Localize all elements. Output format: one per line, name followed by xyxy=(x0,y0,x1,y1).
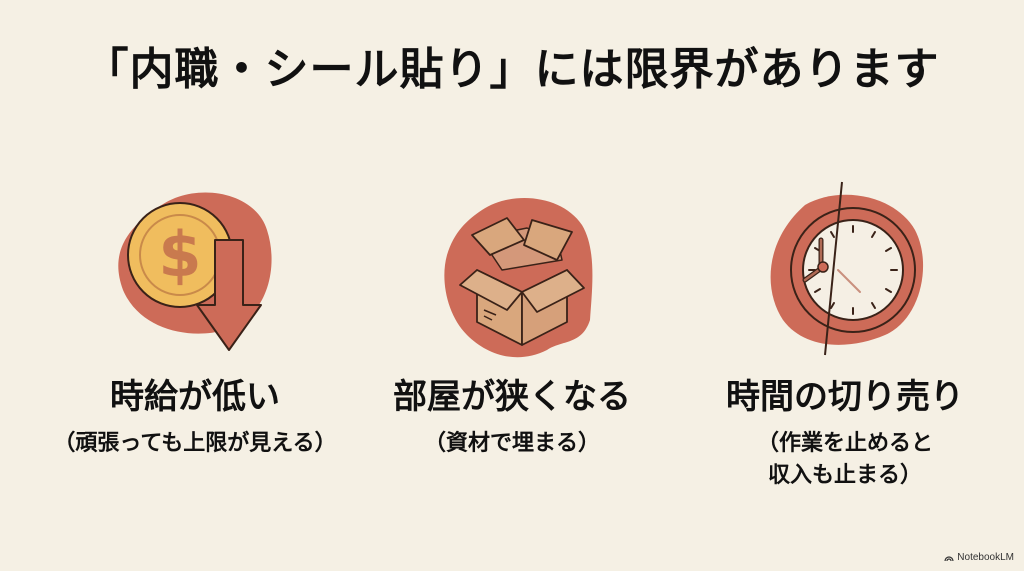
svg-text:$: $ xyxy=(158,218,201,291)
card-low-hourly-wage: $ 時給が低い （頑張っても上限が見える） xyxy=(30,170,360,456)
coin-down-arrow-icon: $ xyxy=(95,170,295,370)
card-selling-time: 時間の切り売り （作業を止めると 収入も止まる） xyxy=(680,170,1010,488)
notebooklm-logo-icon xyxy=(944,555,954,561)
card-heading: 時給が低い xyxy=(110,377,280,417)
card-subtext: （作業を止めると 収入も止まる） xyxy=(756,431,933,488)
card-room-gets-cramped: 部屋が狭くなる （資材で埋まる） xyxy=(347,170,677,456)
card-heading: 時間の切り売り xyxy=(726,377,964,417)
notebooklm-branding: NotebookLM xyxy=(944,552,1014,563)
cardboard-box-icon xyxy=(412,170,612,370)
split-clock-icon xyxy=(745,170,945,370)
card-subtext: （頑張っても上限が見える） xyxy=(53,431,337,456)
branding-label: NotebookLM xyxy=(957,552,1014,563)
card-heading: 部屋が狭くなる xyxy=(393,377,631,417)
slide-title: 「内職・シール貼り」には限界があります xyxy=(84,44,940,95)
card-subtext: （資材で埋まる） xyxy=(423,431,600,456)
